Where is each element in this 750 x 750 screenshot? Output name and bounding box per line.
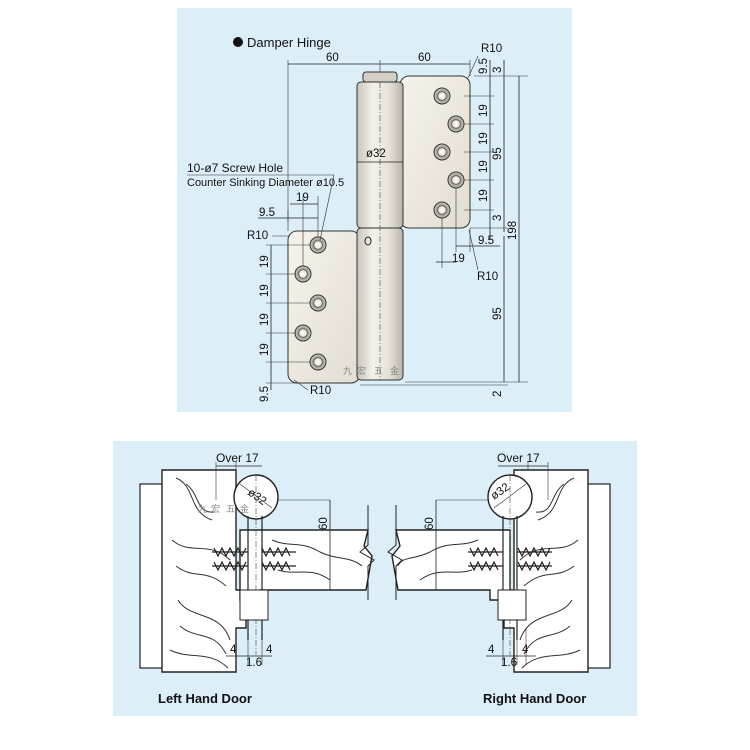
right-hand-door-diagram: Over 17 ø32 60 4 4 1.6 Right Hand Door — [387, 451, 611, 706]
watermark-char: 五 — [374, 366, 383, 376]
watermark-char: 宏 — [357, 365, 366, 376]
watermark-char: 五 — [226, 504, 235, 514]
screw-hole-icon — [433, 143, 451, 161]
screw-hole-icon — [447, 171, 465, 189]
screw-hole-callout: 10-ø7 Screw Hole Counter Sinking Diamete… — [187, 161, 344, 241]
dim-radius-right: R10 — [477, 271, 498, 283]
dim-lower-pitch-3: 19 — [259, 313, 271, 326]
left-gap-b: 4 — [266, 644, 273, 656]
dim-width-left: 60 — [326, 52, 339, 64]
upper-screw-holes — [433, 87, 465, 219]
right-gap-a: 4 — [488, 644, 495, 656]
screw-hole-icon — [309, 353, 327, 371]
lower-screw-holes — [294, 236, 327, 371]
watermark: 九 宏 五 金 — [343, 365, 399, 376]
dim-total-198: 198 — [507, 221, 519, 240]
screws — [468, 546, 552, 572]
dim-radius-bottom: R10 — [310, 385, 331, 397]
dim-right-19: 19 — [452, 253, 465, 265]
right-hand-door-caption: Right Hand Door — [483, 691, 586, 706]
left-gap-c: 1.6 — [246, 657, 262, 669]
title-bullet-icon — [233, 37, 243, 47]
dim-pitch-3: 19 — [478, 160, 490, 173]
watermark-char: 金 — [240, 503, 249, 514]
hinge-title: Damper Hinge — [247, 35, 331, 50]
right-depth-60: 60 — [424, 517, 436, 530]
damper-screw-icon — [364, 236, 372, 246]
left-depth-60: 60 — [318, 517, 330, 530]
dim-bottom-2: 2 — [492, 391, 504, 397]
left-hand-door-diagram: Over 17 ø32 60 4 4 1.6 Left Hand Door — [139, 451, 375, 706]
screw-hole-icon — [309, 236, 327, 254]
watermark-char: 金 — [390, 365, 399, 376]
right-gap-b: 4 — [522, 644, 529, 656]
dim-top-edge-9-5: 9.5 — [478, 58, 490, 74]
right-gap-c: 1.6 — [501, 657, 517, 669]
watermark-char: 宏 — [211, 503, 220, 514]
screw-hole-label: 10-ø7 Screw Hole — [187, 161, 283, 175]
dim-pitch-4: 19 — [478, 189, 490, 202]
dim-lower-pitch-4: 19 — [259, 343, 271, 356]
watermark-char: 九 — [343, 366, 352, 376]
top-width-dimensions: 60 60 R10 — [287, 43, 502, 231]
dim-diameter: ø32 — [366, 148, 386, 160]
left-gap-a: 4 — [230, 644, 237, 656]
dim-width-right: 60 — [418, 52, 431, 64]
dim-lower-pitch-2: 19 — [259, 284, 271, 297]
dim-lower-95: 95 — [492, 307, 504, 320]
screw-hole-icon — [294, 324, 312, 342]
dim-bottom-9-5: 9.5 — [259, 386, 271, 402]
dim-upper-95: 95 — [492, 147, 504, 160]
left-dimensions: 9.5 19 R10 19 19 19 19 9.5 R10 — [247, 192, 331, 402]
dim-right-9-5: 9.5 — [478, 235, 494, 247]
dim-radius-left: R10 — [247, 230, 268, 242]
right-vertical-dimensions: 9.5 3 19 19 19 19 95 3 198 95 2 — [360, 58, 528, 397]
dim-mid-3: 3 — [492, 215, 504, 221]
knuckle-diameter-dimension: ø32 — [357, 148, 403, 163]
countersink-label: Counter Sinking Diameter ø10.5 — [187, 177, 344, 189]
left-over-17: Over 17 — [216, 451, 259, 465]
watermark-char: 九 — [198, 504, 207, 514]
dim-radius-top: R10 — [481, 43, 502, 55]
screws — [212, 546, 296, 572]
right-lower-dimensions: 9.5 19 R10 — [436, 188, 500, 283]
dim-left-19: 19 — [296, 192, 309, 204]
screw-hole-icon — [309, 294, 327, 312]
dim-left-9-5: 9.5 — [259, 207, 275, 219]
dim-lower-pitch-1: 19 — [259, 255, 271, 268]
right-over-17: Over 17 — [497, 451, 540, 465]
screw-hole-icon — [294, 265, 312, 283]
dim-pitch-1: 19 — [478, 104, 490, 117]
screw-hole-icon — [447, 115, 465, 133]
screw-hole-icon — [433, 87, 451, 105]
screw-hole-icon — [433, 201, 451, 219]
dim-top-3: 3 — [492, 67, 504, 73]
left-hand-door-caption: Left Hand Door — [158, 691, 252, 706]
knuckle-cap — [362, 71, 398, 83]
bottom-watermark: 九 宏 五 金 — [198, 503, 249, 514]
dim-pitch-2: 19 — [478, 132, 490, 145]
